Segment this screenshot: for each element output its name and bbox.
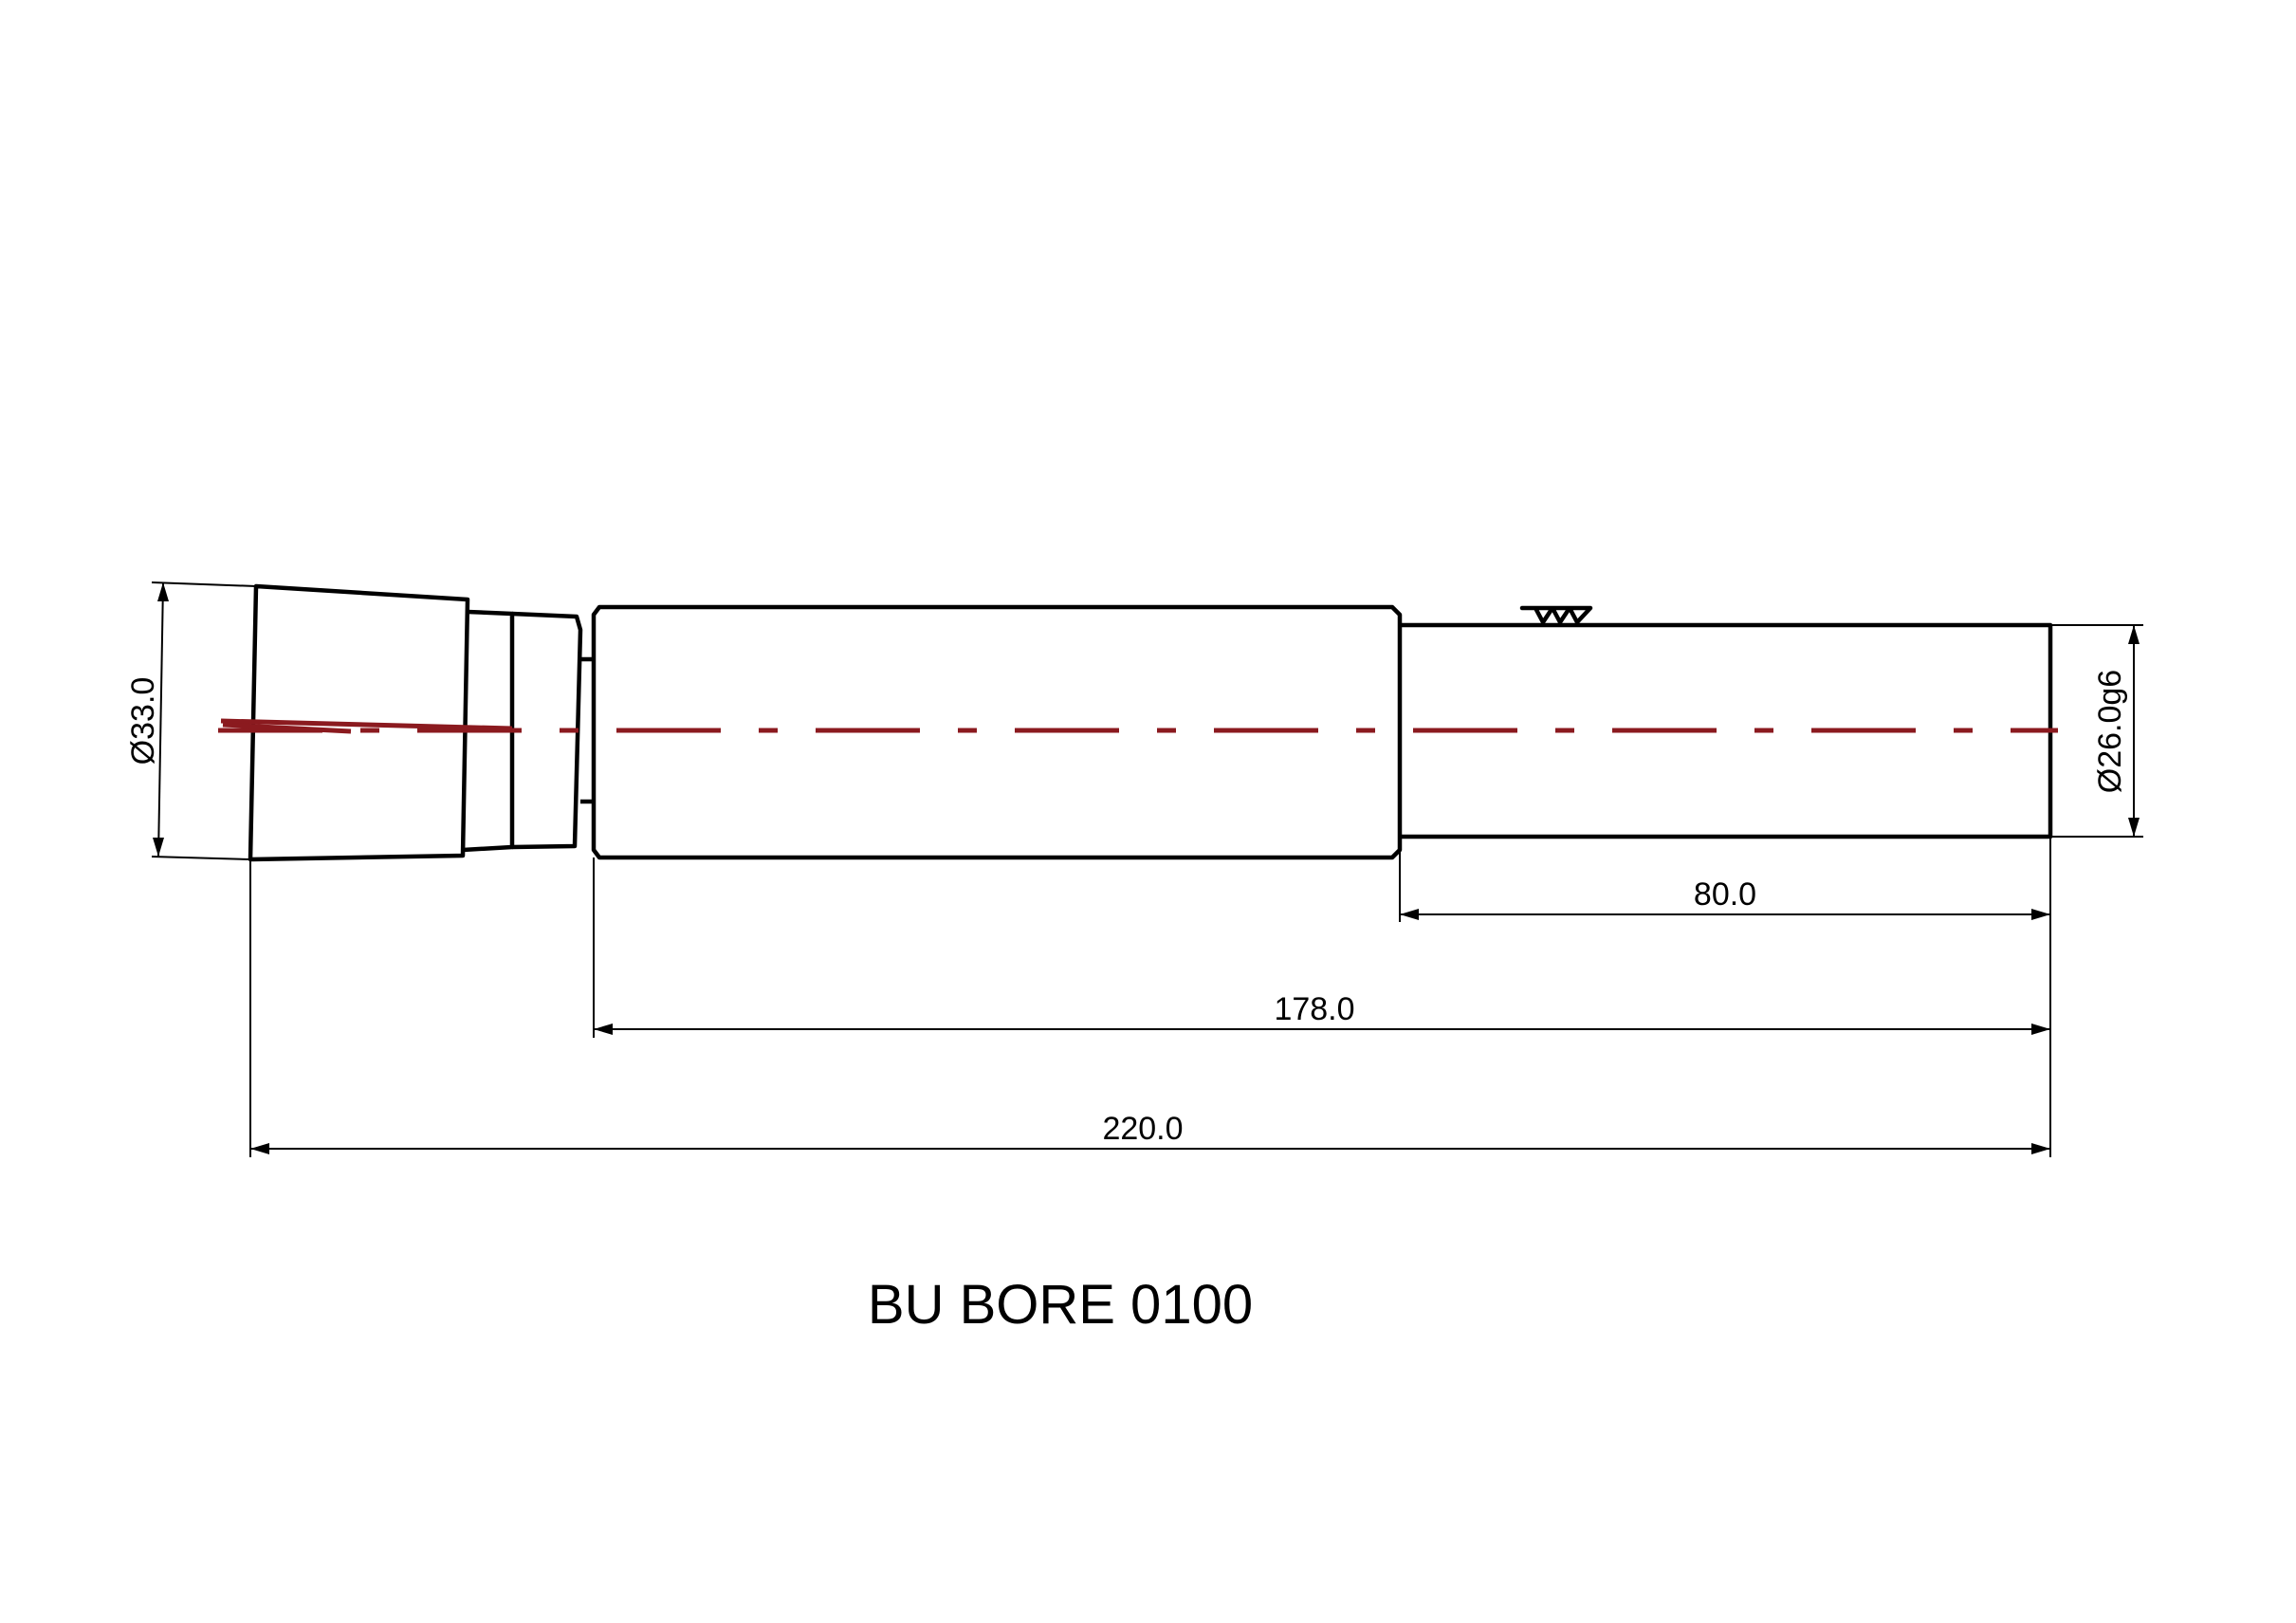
drawing-title: BU BORE 0100 — [868, 1274, 1253, 1336]
label-body-length: 178.0 — [1274, 991, 1354, 1027]
grip-ring-2 — [511, 611, 583, 850]
dimension-shaft-length: 80.0 — [1399, 837, 2051, 922]
centerline — [218, 718, 2058, 734]
label-overall-length: 220.0 — [1102, 1111, 1183, 1147]
collet-head — [248, 583, 470, 862]
main-body — [591, 604, 1403, 860]
part-outline — [248, 583, 2053, 862]
label-diameter-shaft: Ø26.0g6 — [2092, 670, 2128, 793]
dimension-body-length: 178.0 — [593, 858, 2051, 1038]
dimension-diameter-large: Ø33.0 — [125, 581, 257, 860]
neck-pin — [580, 656, 594, 804]
label-shaft-length: 80.0 — [1694, 876, 1756, 913]
dimension-diameter-shaft: Ø26.0g6 — [2050, 624, 2143, 838]
surface-finish-symbol — [1519, 605, 1593, 625]
label-diameter-large: Ø33.0 — [125, 677, 161, 765]
dimension-overall-length: 220.0 — [249, 859, 2051, 1157]
